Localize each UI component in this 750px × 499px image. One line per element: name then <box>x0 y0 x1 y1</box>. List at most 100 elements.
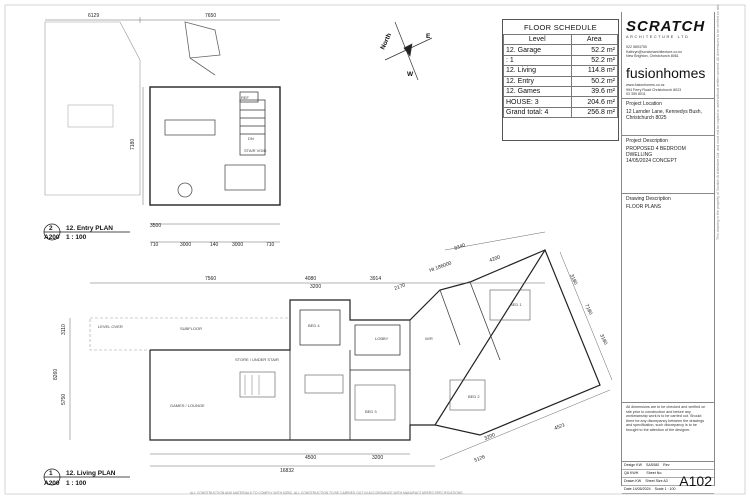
info-cell: Scale 1 : 100 <box>654 487 676 491</box>
dim-4080: 4080 <box>305 276 316 282</box>
project-description-line: 14/05/2024 CONCEPT <box>626 158 677 164</box>
entry-plan-scale: 1 : 100 <box>66 234 87 241</box>
dim-7180: 7180 <box>583 303 593 316</box>
living-plan <box>69 231 613 467</box>
dim-4500: 4500 <box>305 455 316 461</box>
dim-3500: 3500 <box>150 223 161 229</box>
dim-top-a: 6129 <box>88 13 99 19</box>
dim-3000b: 3000 <box>232 242 243 248</box>
fusionhomes-logo: fusionhomes <box>626 65 706 81</box>
schedule-level: 12. Living <box>503 65 572 77</box>
schedule-level: Grand total: 4 <box>503 106 572 119</box>
info-cell: Drawn KW <box>624 479 642 483</box>
project-description-label: Project Description <box>626 138 668 144</box>
schedule-area: 256.8 m² <box>570 106 619 119</box>
sheet-number: A102 <box>679 473 712 489</box>
compliance-note: ALL CONSTRUCTION AND MATERIALS TO COMPLY… <box>190 491 463 495</box>
schedule-level: : 1 <box>503 54 572 67</box>
room-store: STORE / UNDER STAIR <box>235 357 279 362</box>
dim-2170: 2170 <box>394 282 407 292</box>
room-bed2: BED 2 <box>468 394 480 399</box>
builder-contact: www.fusionhomes.co.nz 994 Ferry Road Chr… <box>626 83 681 97</box>
dim-3110: 3110 <box>61 324 67 335</box>
dim-8260: 8260 <box>53 369 59 380</box>
room-bed1: BED 1 <box>510 302 522 307</box>
entry-plan-ref: A200 <box>44 234 60 241</box>
table-row: Drawn KW Sheet Size A3 <box>622 478 714 486</box>
schedule-area: 52.2 m² <box>570 44 619 56</box>
dim-5750: 5750 <box>61 394 67 405</box>
schedule-level: 12. Garage <box>503 44 572 56</box>
schedule-area: 50.2 m² <box>570 75 619 87</box>
north-label: North <box>379 32 393 51</box>
info-cell: Sheet Size A3 <box>645 479 668 483</box>
east-label: E <box>426 33 431 40</box>
project-description-line: PROPOSED 4 BEDROOM DWELLING <box>626 146 686 158</box>
dim-710a: 710 <box>150 242 159 248</box>
room-ref: REF <box>241 95 250 100</box>
dim-8340: 8340 <box>454 242 467 252</box>
room-wir: W/R <box>425 336 433 341</box>
drawing-description-section: Drawing Description FLOOR PLANS <box>622 193 714 210</box>
info-cell: Sheet No. <box>646 471 663 475</box>
project-location-label: Project Location <box>626 101 662 107</box>
schedule-area: 52.2 m² <box>570 54 619 67</box>
table-row: QA KWH Sheet No. <box>622 470 714 478</box>
scratch-logo-sub: ARCHITECTURE LTD <box>626 35 690 39</box>
builder-phone: 03 359 8011 <box>626 92 646 97</box>
dim-3180: 3180 <box>568 273 578 286</box>
schedule-area: 39.6 m² <box>570 85 619 98</box>
dim-3200c: 3200 <box>484 432 497 442</box>
schedule-header-area: Area <box>570 33 619 46</box>
schedule-area: 204.6 m² <box>570 96 619 108</box>
disclaimer-divider <box>622 402 714 403</box>
room-bed4: BED 4 <box>308 323 320 328</box>
room-games: GAMES / LOUNGE <box>170 403 205 408</box>
dim-710b: 710 <box>266 242 275 248</box>
living-plan-title-text: 12. Living PLAN <box>66 470 116 477</box>
info-cell: QA KWH <box>624 471 639 475</box>
contact-email: Kathryn@scratcharchitecture.co.nz <box>626 49 682 54</box>
schedule-header-row: Level Area <box>503 33 619 46</box>
project-location-line: 12 Larnder Lane, Kennedys Bush, <box>626 109 702 115</box>
dim-4200: 4200 <box>489 254 502 264</box>
dim-side-upper: 7180 <box>130 139 136 150</box>
title-block: SCRATCH ARCHITECTURE LTD 022 5893750 Kat… <box>621 12 715 494</box>
dim-3000a: 3000 <box>180 242 191 248</box>
entry-plan <box>44 17 281 243</box>
drawing-description: FLOOR PLANS <box>626 204 662 210</box>
builder-address: 994 Ferry Road Christchurch 8023 <box>626 87 682 92</box>
builder-website: www.fusionhomes.co.nz <box>626 83 665 87</box>
copyright-side-text: This drawing is the property of Scratch … <box>716 3 720 240</box>
dim-16832: 16832 <box>280 468 294 474</box>
schedule-level: HOUSE: 3 <box>503 96 572 108</box>
dim-5126: 5126 <box>474 454 487 464</box>
room-bed3: BED 3 <box>365 409 377 414</box>
dim-3914: 3914 <box>370 276 381 282</box>
schedule-level: 12. Entry <box>503 75 572 87</box>
table-row: Design KW SAS080 Rev <box>622 462 714 470</box>
dim-top-b: 7650 <box>205 13 216 19</box>
north-arrow <box>384 21 433 81</box>
scratch-logo: SCRATCH <box>626 18 706 35</box>
schedule-area: 114.8 m² <box>570 65 619 77</box>
table-row: Date 14/05/2024 Scale 1 : 100 <box>622 486 714 494</box>
room-subfloor: SUBFLOOR <box>180 326 202 331</box>
info-cell: Date 14/05/2024 <box>624 487 651 491</box>
info-cell: Rev <box>663 463 670 467</box>
info-cell: SAS080 <box>645 463 660 467</box>
contact-phone: 022 5893750 <box>626 45 647 49</box>
schedule-level: 12. Games <box>503 85 572 98</box>
floor-schedule-title: FLOOR SCHEDULE <box>524 23 597 32</box>
